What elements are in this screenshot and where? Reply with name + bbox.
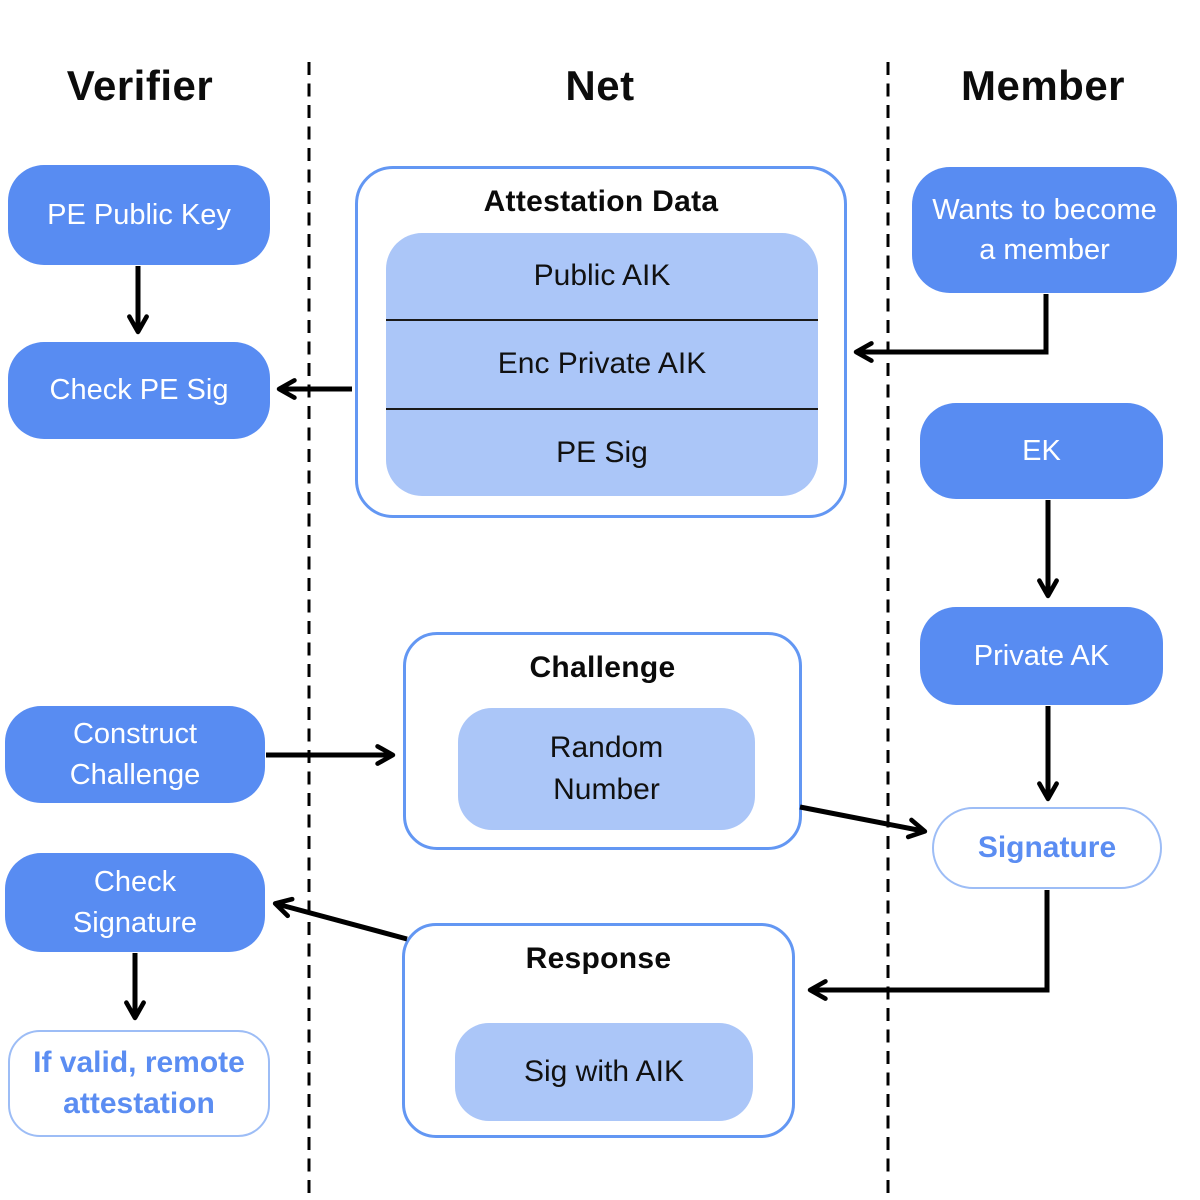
private-ak-label: Private AK	[973, 639, 1110, 672]
attestation-row-pe-sig: PE Sig	[386, 407, 818, 496]
sig-with-aik-label: Sig with AIK	[523, 1055, 685, 1088]
column-header-verifier: Verifier	[66, 62, 214, 109]
attestation-row-public-aik: Public AIK	[386, 233, 818, 319]
public-aik-label: Public AIK	[533, 259, 671, 293]
column-header-member: Member	[960, 62, 1126, 109]
column-header-net: Net	[565, 62, 635, 109]
check-signature-box: Check Signature	[5, 853, 265, 952]
signature-box: Signature	[932, 807, 1162, 889]
response-title: Response	[525, 942, 672, 975]
construct-challenge-label: Construct Challenge	[69, 718, 201, 791]
arrow-signature-to-response	[807, 890, 1050, 1001]
enc-private-aik-label: Enc Private AIK	[497, 347, 707, 381]
wants-to-become-label: Wants to become a member	[932, 193, 1157, 266]
check-pe-sig-label: Check PE Sig	[49, 374, 229, 407]
pe-public-key-box: PE Public Key	[8, 165, 270, 265]
private-ak-box: Private AK	[920, 607, 1163, 705]
signature-label: Signature	[977, 830, 1117, 864]
challenge-container: Challenge Random Number	[403, 632, 802, 850]
attestation-data-stack: Public AIK Enc Private AIK PE Sig	[386, 233, 818, 496]
response-container: Response Sig with AIK	[402, 923, 795, 1138]
arrow-response-to-check-signature	[272, 896, 408, 942]
sig-with-aik-box: Sig with AIK	[455, 1023, 753, 1121]
wants-to-become-box: Wants to become a member	[912, 167, 1177, 293]
arrow-challenge-to-signature	[799, 804, 928, 840]
if-valid-box: If valid, remote attestation	[8, 1030, 270, 1137]
ek-box: EK	[920, 403, 1163, 499]
check-signature-label: Check Signature	[72, 866, 198, 939]
pe-public-key-label: PE Public Key	[47, 198, 231, 231]
if-valid-label: If valid, remote attestation	[33, 1046, 245, 1120]
ek-label: EK	[1022, 434, 1061, 467]
challenge-title: Challenge	[529, 651, 676, 684]
arrow-wants-to-attestation-data	[853, 294, 1049, 363]
random-number-label: Random Number	[549, 731, 664, 806]
random-number-box: Random Number	[458, 708, 755, 830]
pe-sig-label: PE Sig	[556, 435, 648, 469]
check-pe-sig-box: Check PE Sig	[8, 342, 270, 439]
construct-challenge-box: Construct Challenge	[5, 706, 265, 803]
attestation-data-container: Attestation Data Public AIK Enc Private …	[355, 166, 847, 518]
attestation-row-enc-private-aik: Enc Private AIK	[386, 319, 818, 407]
attestation-data-title: Attestation Data	[483, 185, 719, 218]
